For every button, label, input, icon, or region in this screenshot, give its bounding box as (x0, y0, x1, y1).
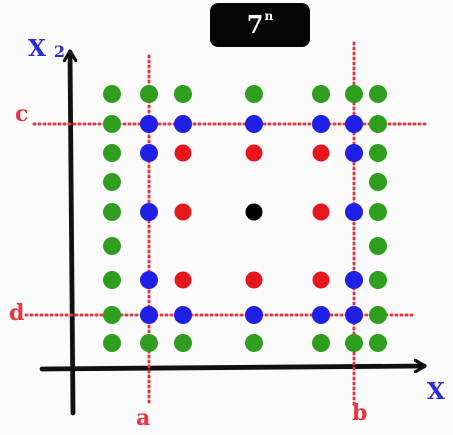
red-point (175, 145, 192, 162)
blue-point (140, 115, 158, 133)
y-axis-label: X 2 (28, 35, 65, 62)
blue-point (345, 144, 363, 162)
green-point (103, 334, 121, 352)
badge-main-text: 7 (247, 13, 264, 37)
badge-superscript-text: n (264, 10, 273, 22)
green-point (103, 237, 121, 255)
green-point (369, 306, 387, 324)
blue-point (345, 306, 363, 324)
green-point (103, 115, 121, 133)
green-point (369, 237, 387, 255)
red-point (175, 204, 192, 221)
badge: 7 n (210, 3, 310, 47)
x-axis-label-main: X (427, 378, 445, 405)
green-point (103, 85, 121, 103)
blue-point (174, 306, 192, 324)
blue-point (140, 144, 158, 162)
label-a: a (136, 405, 150, 431)
label-c: c (15, 101, 28, 127)
black-point (246, 204, 263, 221)
blue-point (345, 203, 363, 221)
red-point (246, 272, 263, 289)
blue-point (140, 271, 158, 289)
green-point (369, 203, 387, 221)
green-point (369, 115, 387, 133)
blue-point (140, 203, 158, 221)
green-point (103, 306, 121, 324)
x-axis (42, 366, 424, 369)
green-point (369, 85, 387, 103)
green-point (345, 334, 363, 352)
red-point (313, 204, 330, 221)
red-point (175, 272, 192, 289)
blue-point (245, 306, 263, 324)
y-axis-label-main: X (28, 35, 46, 62)
green-point (103, 271, 121, 289)
x-axis-label: X 1 (427, 378, 453, 405)
label-b: b (352, 400, 367, 426)
green-point (369, 334, 387, 352)
green-point (174, 334, 192, 352)
blue-point (345, 271, 363, 289)
blue-point (140, 306, 158, 324)
green-point (140, 334, 158, 352)
y-axis-label-sub: 2 (54, 42, 65, 61)
green-point (312, 334, 330, 352)
green-point (103, 173, 121, 191)
blue-point (345, 115, 363, 133)
y-axis (70, 52, 73, 413)
green-point (345, 85, 363, 103)
green-point (245, 334, 263, 352)
blue-point (312, 306, 330, 324)
blue-point (312, 115, 330, 133)
green-point (369, 173, 387, 191)
green-point (140, 85, 158, 103)
label-d: d (9, 300, 24, 326)
green-point (174, 85, 192, 103)
blue-point (174, 115, 192, 133)
green-point (103, 144, 121, 162)
blue-point (245, 115, 263, 133)
green-point (245, 85, 263, 103)
point-group-black (246, 204, 263, 221)
red-point (313, 145, 330, 162)
green-point (369, 144, 387, 162)
green-point (103, 203, 121, 221)
green-point (312, 85, 330, 103)
green-point (369, 271, 387, 289)
red-point (246, 145, 263, 162)
red-point (313, 272, 330, 289)
